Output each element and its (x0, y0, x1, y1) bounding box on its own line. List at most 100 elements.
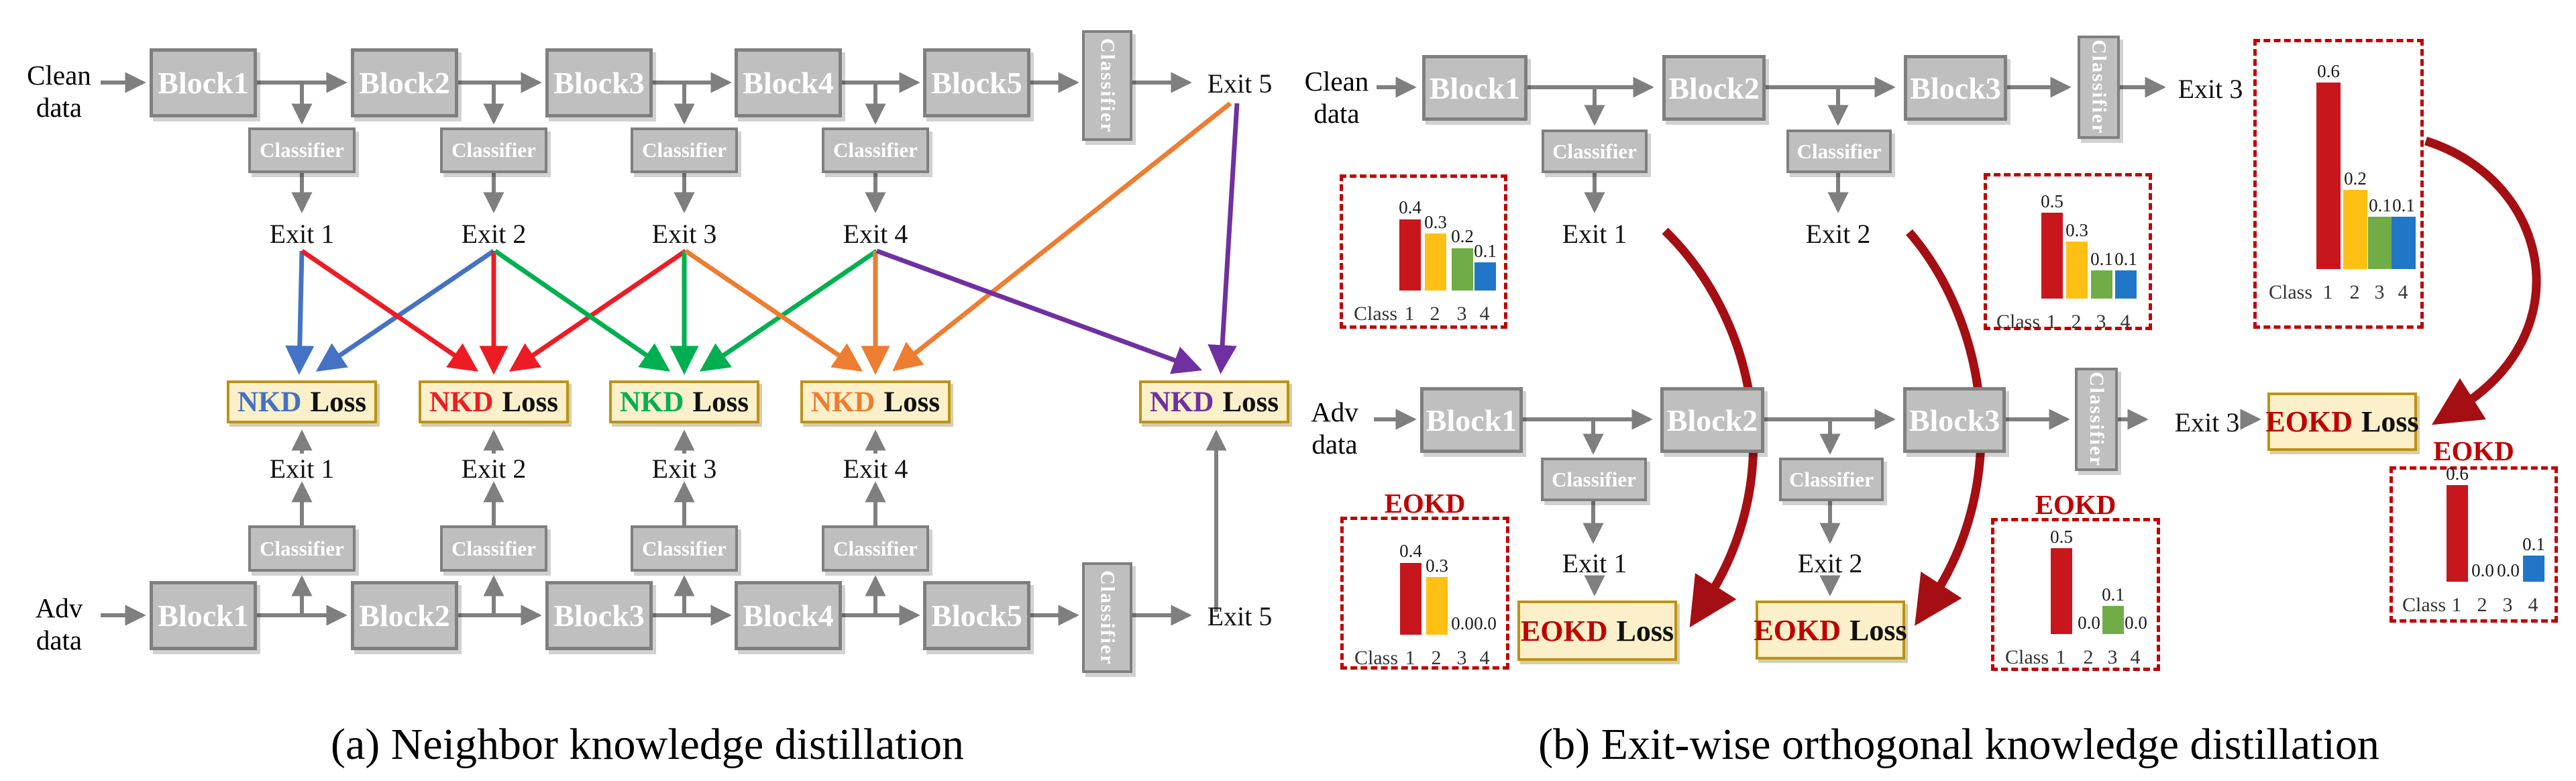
exit-label: Exit 5 (1207, 68, 1273, 99)
wires-panel-b (1374, 76, 2261, 596)
probability-chart: 0.6 0.2 0.1 0.1 Class 1 2 3 4 (2253, 39, 2424, 329)
class-tick: 2 (1431, 647, 1442, 669)
block-box: Block4 (735, 48, 842, 117)
eokd-chart: 0.6 0.0 0.0 0.1 Class 1 2 3 4 (2390, 464, 2558, 623)
bar-value-label: 0.3 (1424, 211, 1447, 232)
class-tick: 1 (2055, 646, 2066, 668)
bar-value-label: 0.0 (2471, 560, 2494, 580)
exit-label: Exit 5 (1207, 601, 1273, 631)
classifier-box: Classifier (1541, 458, 1647, 501)
bar-value-label: 0.5 (2041, 191, 2063, 211)
nkd-arrows (285, 101, 1240, 375)
exit-label: Exit 1 (1562, 219, 1627, 249)
bar-value-label: 0.0 (2497, 560, 2520, 580)
class-tick: 4 (2398, 281, 2408, 303)
bar (2041, 213, 2063, 299)
block-box: Block5 (923, 581, 1030, 650)
bar-value-label: 0.5 (2050, 526, 2073, 547)
exit-label: Exit 3 (2178, 74, 2243, 104)
classifier-box: Classifier (248, 525, 356, 572)
exit-label: Exit 2 (1797, 548, 1863, 578)
classifier-box: Classifier (2078, 36, 2120, 139)
bar-slot: 0.1 (2521, 534, 2546, 582)
block-box: Block1 (150, 581, 257, 650)
block-box: Block2 (351, 581, 458, 650)
bar-value-label: 0.1 (2090, 249, 2113, 270)
exit-label: Exit 1 (269, 219, 335, 249)
class-tick: 1 (1404, 303, 1415, 325)
bar-slot: 0.1 (1472, 242, 1498, 291)
bar-value-label: 0.0 (1474, 613, 1497, 633)
block-box: Block4 (735, 581, 842, 650)
classifier-box: Classifier (822, 127, 929, 173)
bar-slot: 0.6 (2445, 464, 2470, 582)
bar (2343, 190, 2367, 269)
class-tick: 1 (2322, 281, 2333, 303)
classifier-box: Classifier (1779, 458, 1884, 501)
classifier-box: Classifier (248, 127, 356, 173)
bar (2447, 485, 2468, 582)
exit-label: Exit 3 (651, 454, 717, 484)
block-box: Block5 (923, 48, 1030, 117)
bar-slot: 0.1 (2113, 250, 2139, 299)
class-tick: 1 (2046, 311, 2057, 333)
block-box: Block2 (1660, 387, 1764, 453)
block-box: Block3 (545, 581, 653, 650)
bar-slot: 0.1 (2089, 250, 2114, 299)
bar-slot: 0.6 (2316, 60, 2341, 269)
bar-slot: 0.3 (1423, 213, 1448, 291)
eokd-title: EOKD (2035, 489, 2116, 520)
wires-panel-a (101, 72, 1227, 626)
caption-panel-a: (a) Neighbor knowledge distillation (331, 720, 964, 769)
bar-slot: 0.0 (2496, 560, 2521, 582)
adv-data-label: Adv data (1311, 397, 1358, 460)
bar-value-label: 0.4 (1399, 541, 1422, 562)
classifier-box: Classifier (631, 127, 738, 173)
class-axis-label: Class (1354, 647, 1399, 669)
bar-value-label: 0.1 (2114, 249, 2137, 270)
class-tick: 2 (2071, 311, 2082, 333)
bar (2368, 217, 2392, 269)
caption-panel-b: (b) Exit-wise orthogonal knowledge disti… (1538, 720, 2379, 769)
bar-slot: 0.4 (1397, 198, 1423, 291)
class-tick: 1 (2451, 594, 2462, 616)
bar-value-label: 0.0 (2125, 612, 2147, 633)
bar-value-label: 0.3 (2065, 219, 2088, 240)
bar-value-label: 0.2 (1451, 226, 1474, 247)
bar-slot: 0.2 (2343, 168, 2368, 269)
class-tick: 1 (1405, 647, 1415, 669)
block-box: Block2 (351, 48, 458, 117)
bar (1474, 262, 1496, 291)
classifier-box: Classifier (822, 525, 929, 572)
eokd-title: EOKD (1384, 488, 1466, 519)
class-tick: 4 (2120, 311, 2131, 333)
exit-label: Exit 3 (651, 219, 717, 249)
bar-value-label: 0.6 (2317, 60, 2340, 81)
probability-chart: 0.4 0.3 0.2 0.1 Class 1 2 3 4 (1340, 174, 1507, 329)
class-tick: 4 (2528, 594, 2538, 616)
bar-slot: 0.5 (2049, 527, 2074, 634)
bar (2066, 242, 2088, 299)
bar (1425, 233, 1446, 291)
bar-value-label: 0.0 (2078, 612, 2100, 633)
bar-slot: 0.0 (1472, 613, 1498, 635)
classifier-box: Classifier (1082, 562, 1132, 673)
exit-label: Exit 1 (1562, 548, 1627, 578)
bar-value-label: 0.1 (1474, 241, 1497, 262)
clean-data-label: Clean data (1304, 66, 1369, 129)
class-axis-label: Class (2402, 594, 2447, 616)
eokd-title: EOKD (2433, 435, 2514, 466)
block-box: Block3 (1904, 55, 2007, 121)
class-tick: 4 (2130, 646, 2141, 668)
exit-label: Exit 1 (269, 454, 335, 484)
class-axis-label: Class (2269, 281, 2313, 303)
bar-value-label: 0.1 (2102, 584, 2125, 605)
classifier-box: Classifier (440, 127, 547, 173)
bar-slot: 0.0 (2123, 613, 2149, 634)
